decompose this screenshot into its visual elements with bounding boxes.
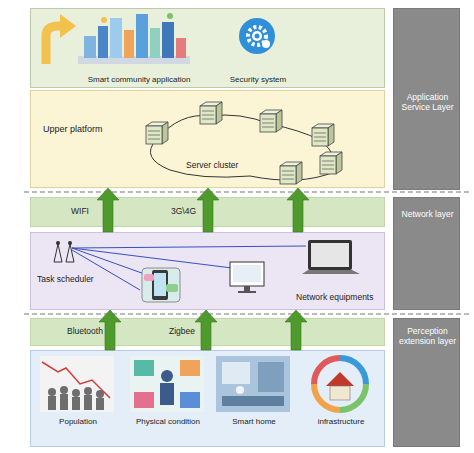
protocol-label: WIFI [71, 207, 89, 217]
protocol-band: WIFI 3G\4G [30, 197, 385, 227]
flow-arrow [285, 310, 307, 350]
protocol-band: Bluetooth Zigbee [30, 318, 385, 346]
cluster-label: Server cluster [186, 161, 238, 171]
flow-arrow [195, 310, 217, 350]
flow-arrow [287, 188, 309, 232]
layer-column-block: Network layer [393, 197, 460, 310]
perception-box: Population Physical condition Smart home in… [30, 350, 385, 447]
flow-arrow [99, 310, 121, 350]
platform-box: Upper platformServer cluster [30, 90, 385, 188]
network-box: Task schedulerNetwork equipments [30, 232, 385, 310]
device-label: Network equipments [296, 293, 373, 303]
caption-text: infrastructure [301, 417, 381, 426]
protocol-label: 3G\4G [171, 207, 196, 217]
protocol-label: Zigbee [169, 327, 195, 337]
caption-text: Smart community application [79, 75, 199, 84]
layer-heading: Upper platform [43, 124, 103, 134]
layer-divider [24, 314, 470, 315]
caption-text: Population [38, 417, 118, 426]
flow-arrow [197, 188, 219, 232]
caption-text: Physical condition [128, 417, 208, 426]
layer-column-block: Application Service Layer [393, 8, 460, 190]
layer-name: Network layer [396, 210, 459, 220]
protocol-label: Bluetooth [67, 327, 103, 337]
caption-text: Smart home [214, 417, 294, 426]
application-box: Smart community application Security syst… [30, 8, 385, 88]
device-label: Task scheduler [37, 275, 94, 285]
layer-divider [24, 192, 470, 193]
layer-name: Perception extension layer [396, 327, 459, 347]
layer-column-block: Perception extension layer [393, 318, 460, 447]
flow-arrow [97, 188, 119, 232]
layer-name: Application Service Layer [396, 93, 459, 113]
caption-text: Security system [223, 75, 293, 84]
